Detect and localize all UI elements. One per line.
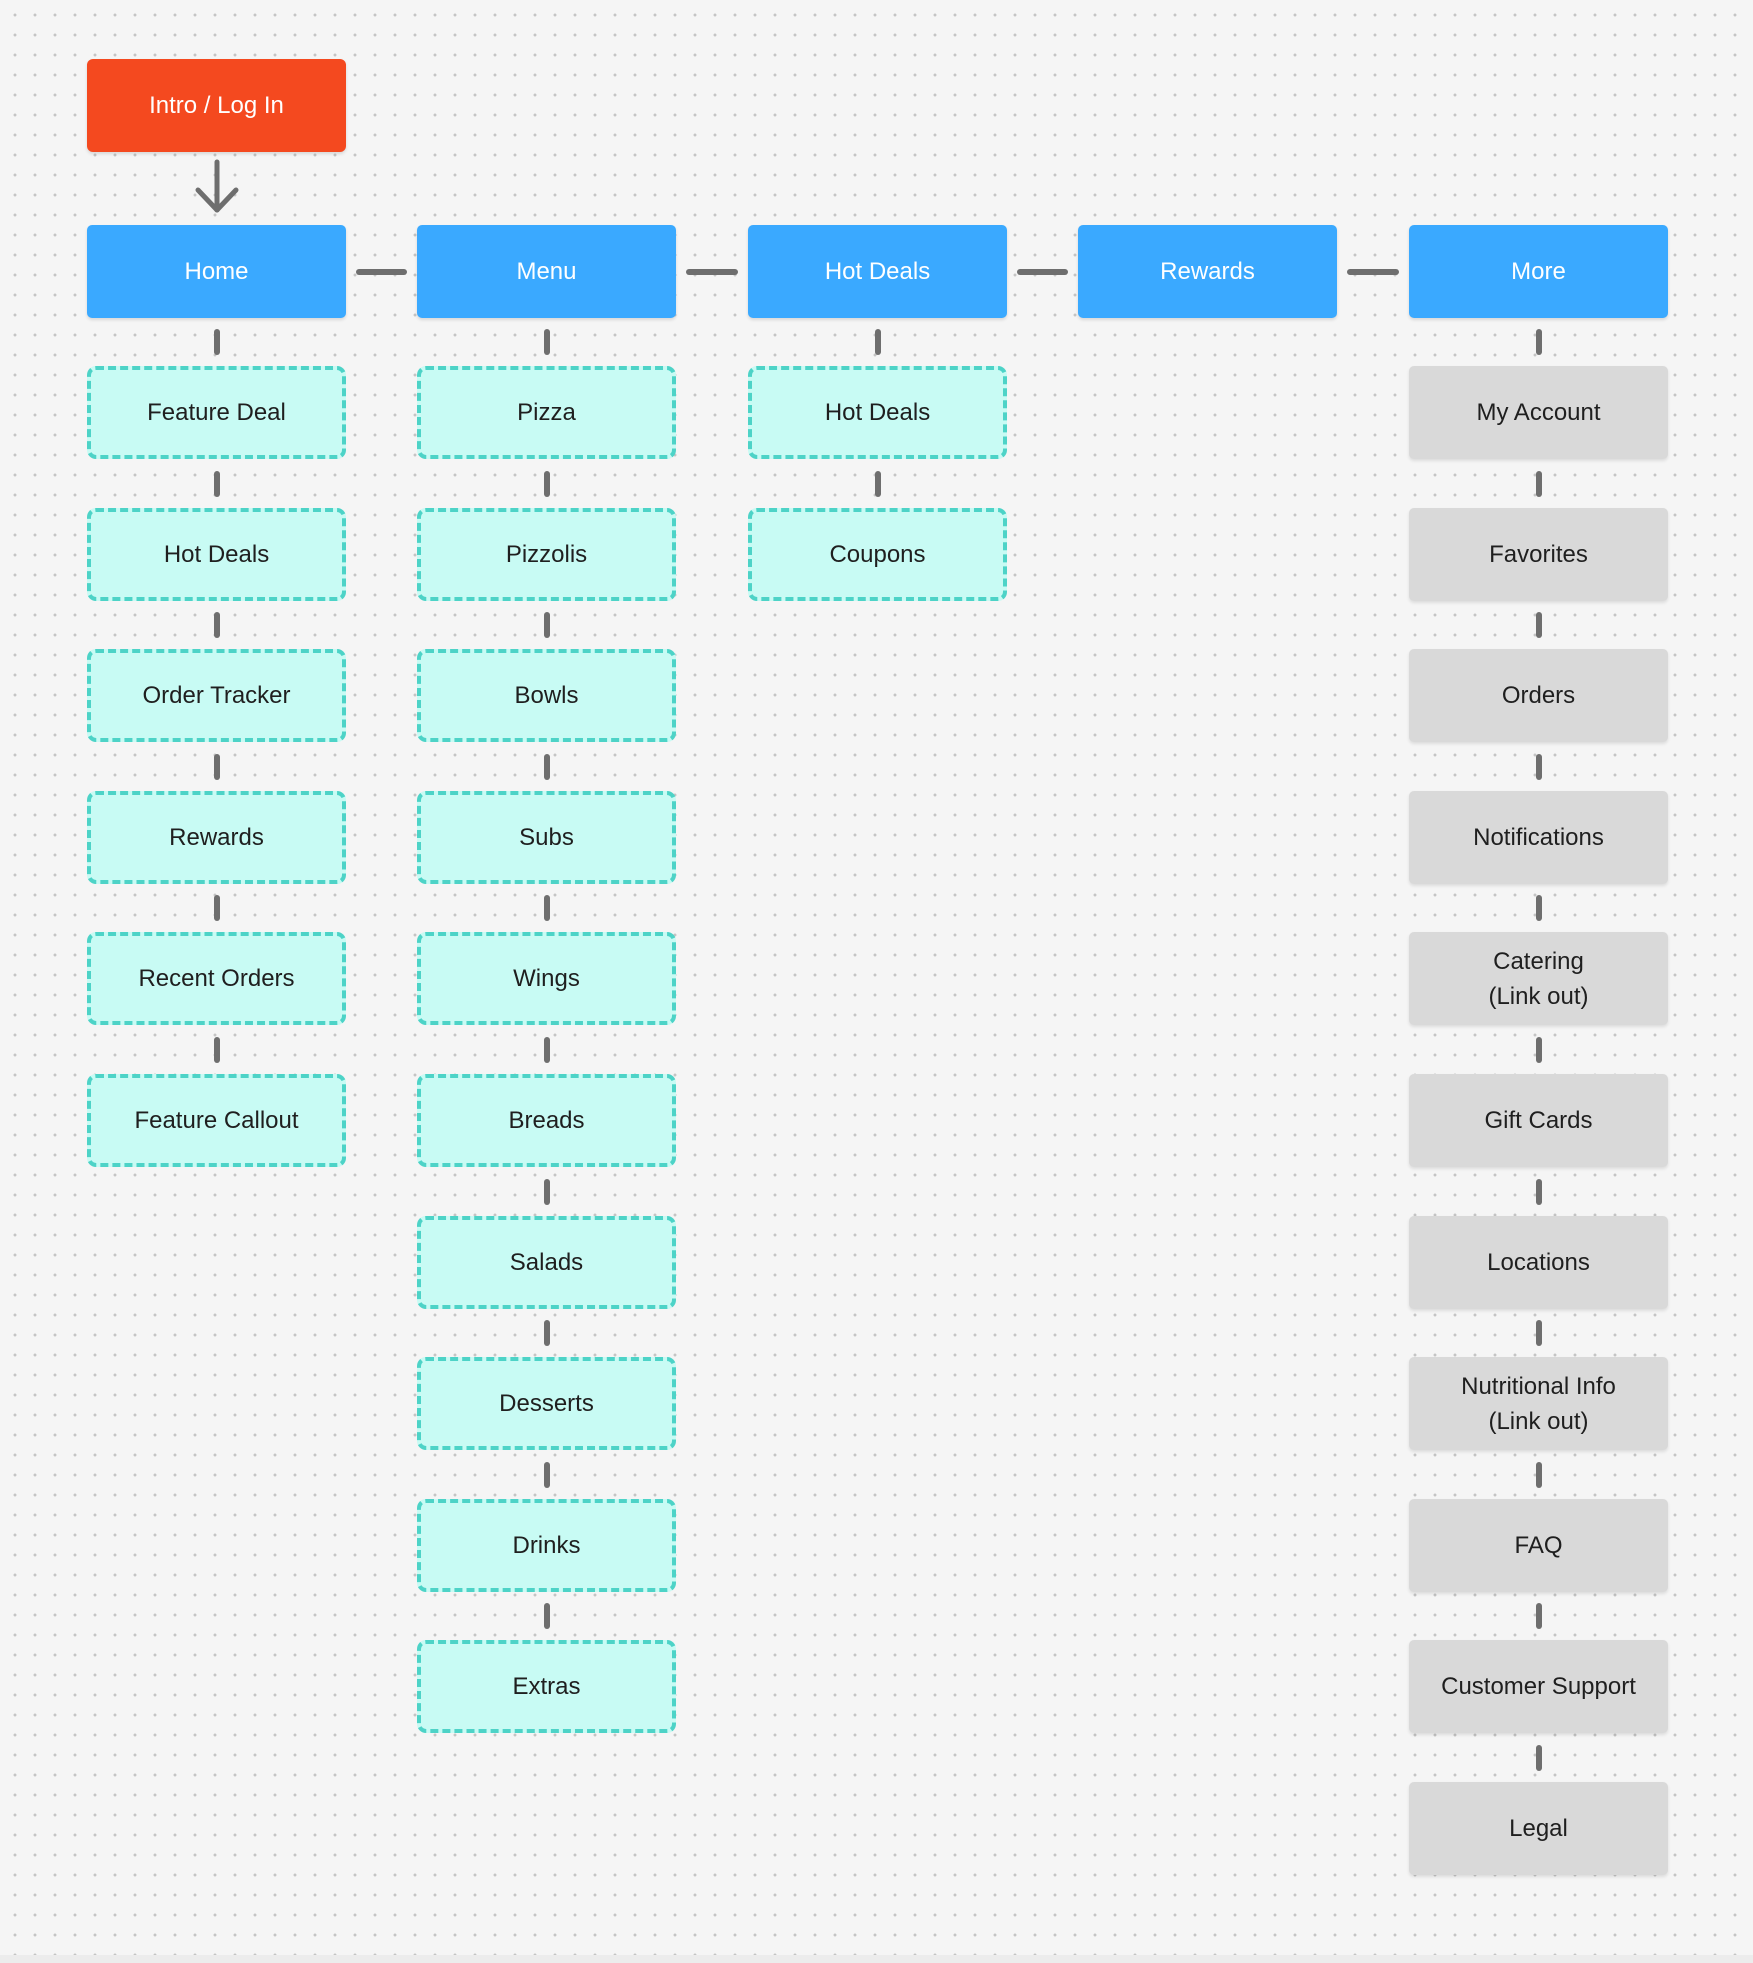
hot-deals-item-coupons[interactable]: Coupons	[748, 508, 1007, 601]
menu-item-extras[interactable]: Extras	[417, 1640, 676, 1733]
vertical-connector	[874, 329, 881, 355]
vertical-connector	[1535, 470, 1542, 497]
vertical-connector	[543, 753, 550, 780]
vertical-connector	[1535, 1603, 1542, 1629]
vertical-connector	[543, 1036, 550, 1063]
vertical-connector	[543, 1461, 550, 1488]
vertical-connector	[1535, 1320, 1542, 1346]
more-item-notifications[interactable]: Notifications	[1409, 791, 1668, 884]
more-item-favorites[interactable]: Favorites	[1409, 508, 1668, 601]
home-item-feature-callout[interactable]: Feature Callout	[87, 1074, 346, 1167]
tab-connector	[1017, 268, 1068, 275]
more-item-customer-support[interactable]: Customer Support	[1409, 1640, 1668, 1733]
tab-connector	[356, 268, 407, 275]
vertical-connector	[213, 612, 220, 638]
tab-rewards[interactable]: Rewards	[1078, 225, 1337, 318]
arrow-down-icon	[195, 159, 238, 213]
menu-item-wings[interactable]: Wings	[417, 932, 676, 1025]
menu-item-subs[interactable]: Subs	[417, 791, 676, 884]
home-item-recent-orders[interactable]: Recent Orders	[87, 932, 346, 1025]
more-item-nutritional-info-link-out[interactable]: Nutritional Info (Link out)	[1409, 1357, 1668, 1450]
tab-home[interactable]: Home	[87, 225, 346, 318]
vertical-connector	[1535, 895, 1542, 921]
menu-item-drinks[interactable]: Drinks	[417, 1499, 676, 1592]
vertical-connector	[1535, 753, 1542, 780]
vertical-connector	[1535, 1744, 1542, 1771]
more-item-my-account[interactable]: My Account	[1409, 366, 1668, 459]
vertical-connector	[1535, 1461, 1542, 1488]
tab-more[interactable]: More	[1409, 225, 1668, 318]
vertical-connector	[543, 1178, 550, 1205]
menu-item-pizza[interactable]: Pizza	[417, 366, 676, 459]
intro-login-node[interactable]: Intro / Log In	[87, 59, 346, 152]
menu-item-salads[interactable]: Salads	[417, 1216, 676, 1309]
home-item-hot-deals[interactable]: Hot Deals	[87, 508, 346, 601]
vertical-connector	[213, 895, 220, 921]
vertical-connector	[213, 1036, 220, 1063]
menu-item-pizzolis[interactable]: Pizzolis	[417, 508, 676, 601]
menu-item-desserts[interactable]: Desserts	[417, 1357, 676, 1450]
vertical-connector	[1535, 329, 1542, 355]
vertical-connector	[543, 1603, 550, 1629]
vertical-connector	[543, 329, 550, 355]
menu-item-breads[interactable]: Breads	[417, 1074, 676, 1167]
tab-connector	[686, 268, 738, 275]
vertical-connector	[213, 753, 220, 780]
more-item-faq[interactable]: FAQ	[1409, 1499, 1668, 1592]
tab-connector	[1347, 268, 1399, 275]
hot-deals-item-hot-deals[interactable]: Hot Deals	[748, 366, 1007, 459]
home-item-feature-deal[interactable]: Feature Deal	[87, 366, 346, 459]
vertical-connector	[543, 612, 550, 638]
home-item-rewards[interactable]: Rewards	[87, 791, 346, 884]
tab-hot-deals[interactable]: Hot Deals	[748, 225, 1007, 318]
canvas-bottom-edge	[0, 1955, 1753, 1963]
vertical-connector	[1535, 1178, 1542, 1205]
vertical-connector	[213, 329, 220, 355]
vertical-connector	[543, 1320, 550, 1346]
more-item-gift-cards[interactable]: Gift Cards	[1409, 1074, 1668, 1167]
vertical-connector	[1535, 1036, 1542, 1063]
vertical-connector	[874, 470, 881, 497]
more-item-locations[interactable]: Locations	[1409, 1216, 1668, 1309]
menu-item-bowls[interactable]: Bowls	[417, 649, 676, 742]
vertical-connector	[543, 895, 550, 921]
vertical-connector	[213, 470, 220, 497]
tab-menu[interactable]: Menu	[417, 225, 676, 318]
vertical-connector	[1535, 612, 1542, 638]
more-item-orders[interactable]: Orders	[1409, 649, 1668, 742]
more-item-legal[interactable]: Legal	[1409, 1782, 1668, 1875]
vertical-connector	[543, 470, 550, 497]
more-item-catering-link-out[interactable]: Catering (Link out)	[1409, 932, 1668, 1025]
home-item-order-tracker[interactable]: Order Tracker	[87, 649, 346, 742]
